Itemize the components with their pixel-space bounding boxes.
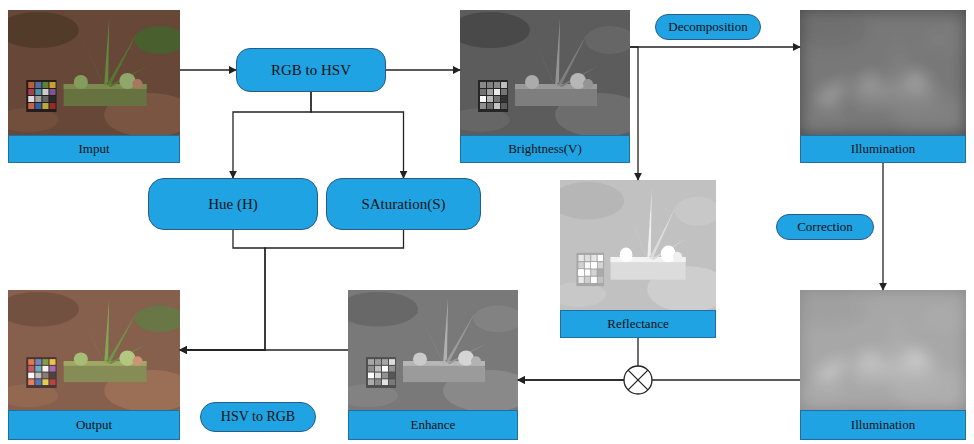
box-label: Correction	[797, 219, 853, 235]
image-panel: Brightness(V)	[460, 10, 630, 163]
caption-text: Output	[76, 417, 112, 433]
flow-arrow	[233, 92, 311, 178]
channel-box: SAturation(S)	[326, 178, 481, 230]
caption-text: Illumination	[851, 417, 915, 433]
flow-arrow	[518, 379, 800, 380]
multiply-cross	[628, 370, 648, 390]
caption-bar: Enhance	[348, 410, 518, 440]
brightness-photo	[450, 10, 645, 137]
box-label: RGB to HSV	[271, 62, 351, 79]
flow-arrow	[180, 230, 404, 350]
caption-bar: Output	[8, 410, 180, 440]
caption-text: Illumination	[851, 141, 915, 157]
channel-box: Hue (H)	[148, 178, 318, 230]
flow-arrow	[630, 46, 800, 47]
caption-bar: Imput	[8, 135, 180, 163]
image-panel: Illumination	[800, 290, 966, 440]
step-pill: HSV to RGB	[200, 402, 316, 432]
image-panel: Enhance	[348, 290, 518, 440]
caption-bar: Brightness(V)	[460, 135, 630, 163]
illumination-map	[790, 10, 974, 137]
reflectance-photo	[551, 180, 730, 312]
multiply-circle	[624, 366, 652, 394]
box-label: Decomposition	[668, 19, 747, 35]
image-panel: Illumination	[800, 10, 966, 163]
step-pill: Decomposition	[655, 14, 761, 40]
flow-arrow	[180, 349, 348, 350]
caption-text: Imput	[78, 141, 109, 157]
caption-text: Enhance	[411, 417, 456, 433]
input-photo	[0, 10, 195, 137]
box-label: HSV to RGB	[221, 409, 295, 425]
image-panel: Reflectance	[560, 180, 716, 338]
image-panel: Imput	[8, 10, 180, 163]
image-panel: Output	[8, 290, 180, 440]
box-label: Hue (H)	[208, 196, 258, 213]
caption-text: Reflectance	[607, 316, 668, 332]
caption-bar: Reflectance	[560, 310, 716, 338]
step-pill: Correction	[776, 214, 874, 240]
flow-arrow	[518, 338, 638, 380]
flow-arrow	[180, 230, 265, 350]
flow-arrow	[386, 69, 460, 70]
caption-text: Brightness(V)	[508, 141, 582, 157]
box-label: SAturation(S)	[361, 196, 445, 213]
process-box: RGB to HSV	[236, 48, 386, 92]
caption-bar: Illumination	[800, 135, 966, 163]
enhanced-photo	[338, 290, 533, 412]
flow-arrow	[180, 69, 236, 70]
caption-bar: Illumination	[800, 410, 966, 440]
flow-arrow	[311, 92, 404, 178]
output-photo	[0, 290, 195, 412]
flow-arrow	[630, 47, 638, 180]
flow-arrow	[882, 163, 883, 290]
corrected-illumination-map	[790, 290, 974, 412]
